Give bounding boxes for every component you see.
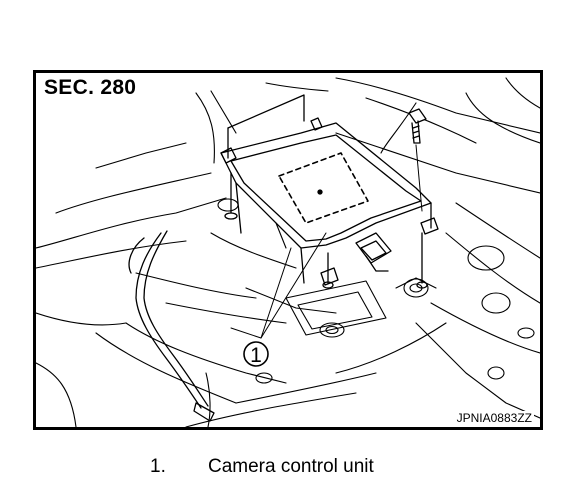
vehicle-floor-structure [36,77,540,427]
legend-text: Camera control unit [208,456,374,477]
legend-number: 1. [150,456,166,477]
camera-control-unit [220,94,439,289]
legend: 1. Camera control unit [150,456,374,478]
callout-leader-lines [230,232,327,339]
wiring-harness [128,230,215,422]
installation-illustration: 1 [36,77,540,427]
callout-number: 1 [250,344,262,367]
callout-1: 1 [243,341,269,367]
image-code: JPNIA0883ZZ [454,411,534,425]
bolt-icon [408,108,427,212]
section-label: SEC. 280 [42,76,139,100]
diagram-figure: 1 SEC. 280 JPNIA0883ZZ [33,70,543,430]
